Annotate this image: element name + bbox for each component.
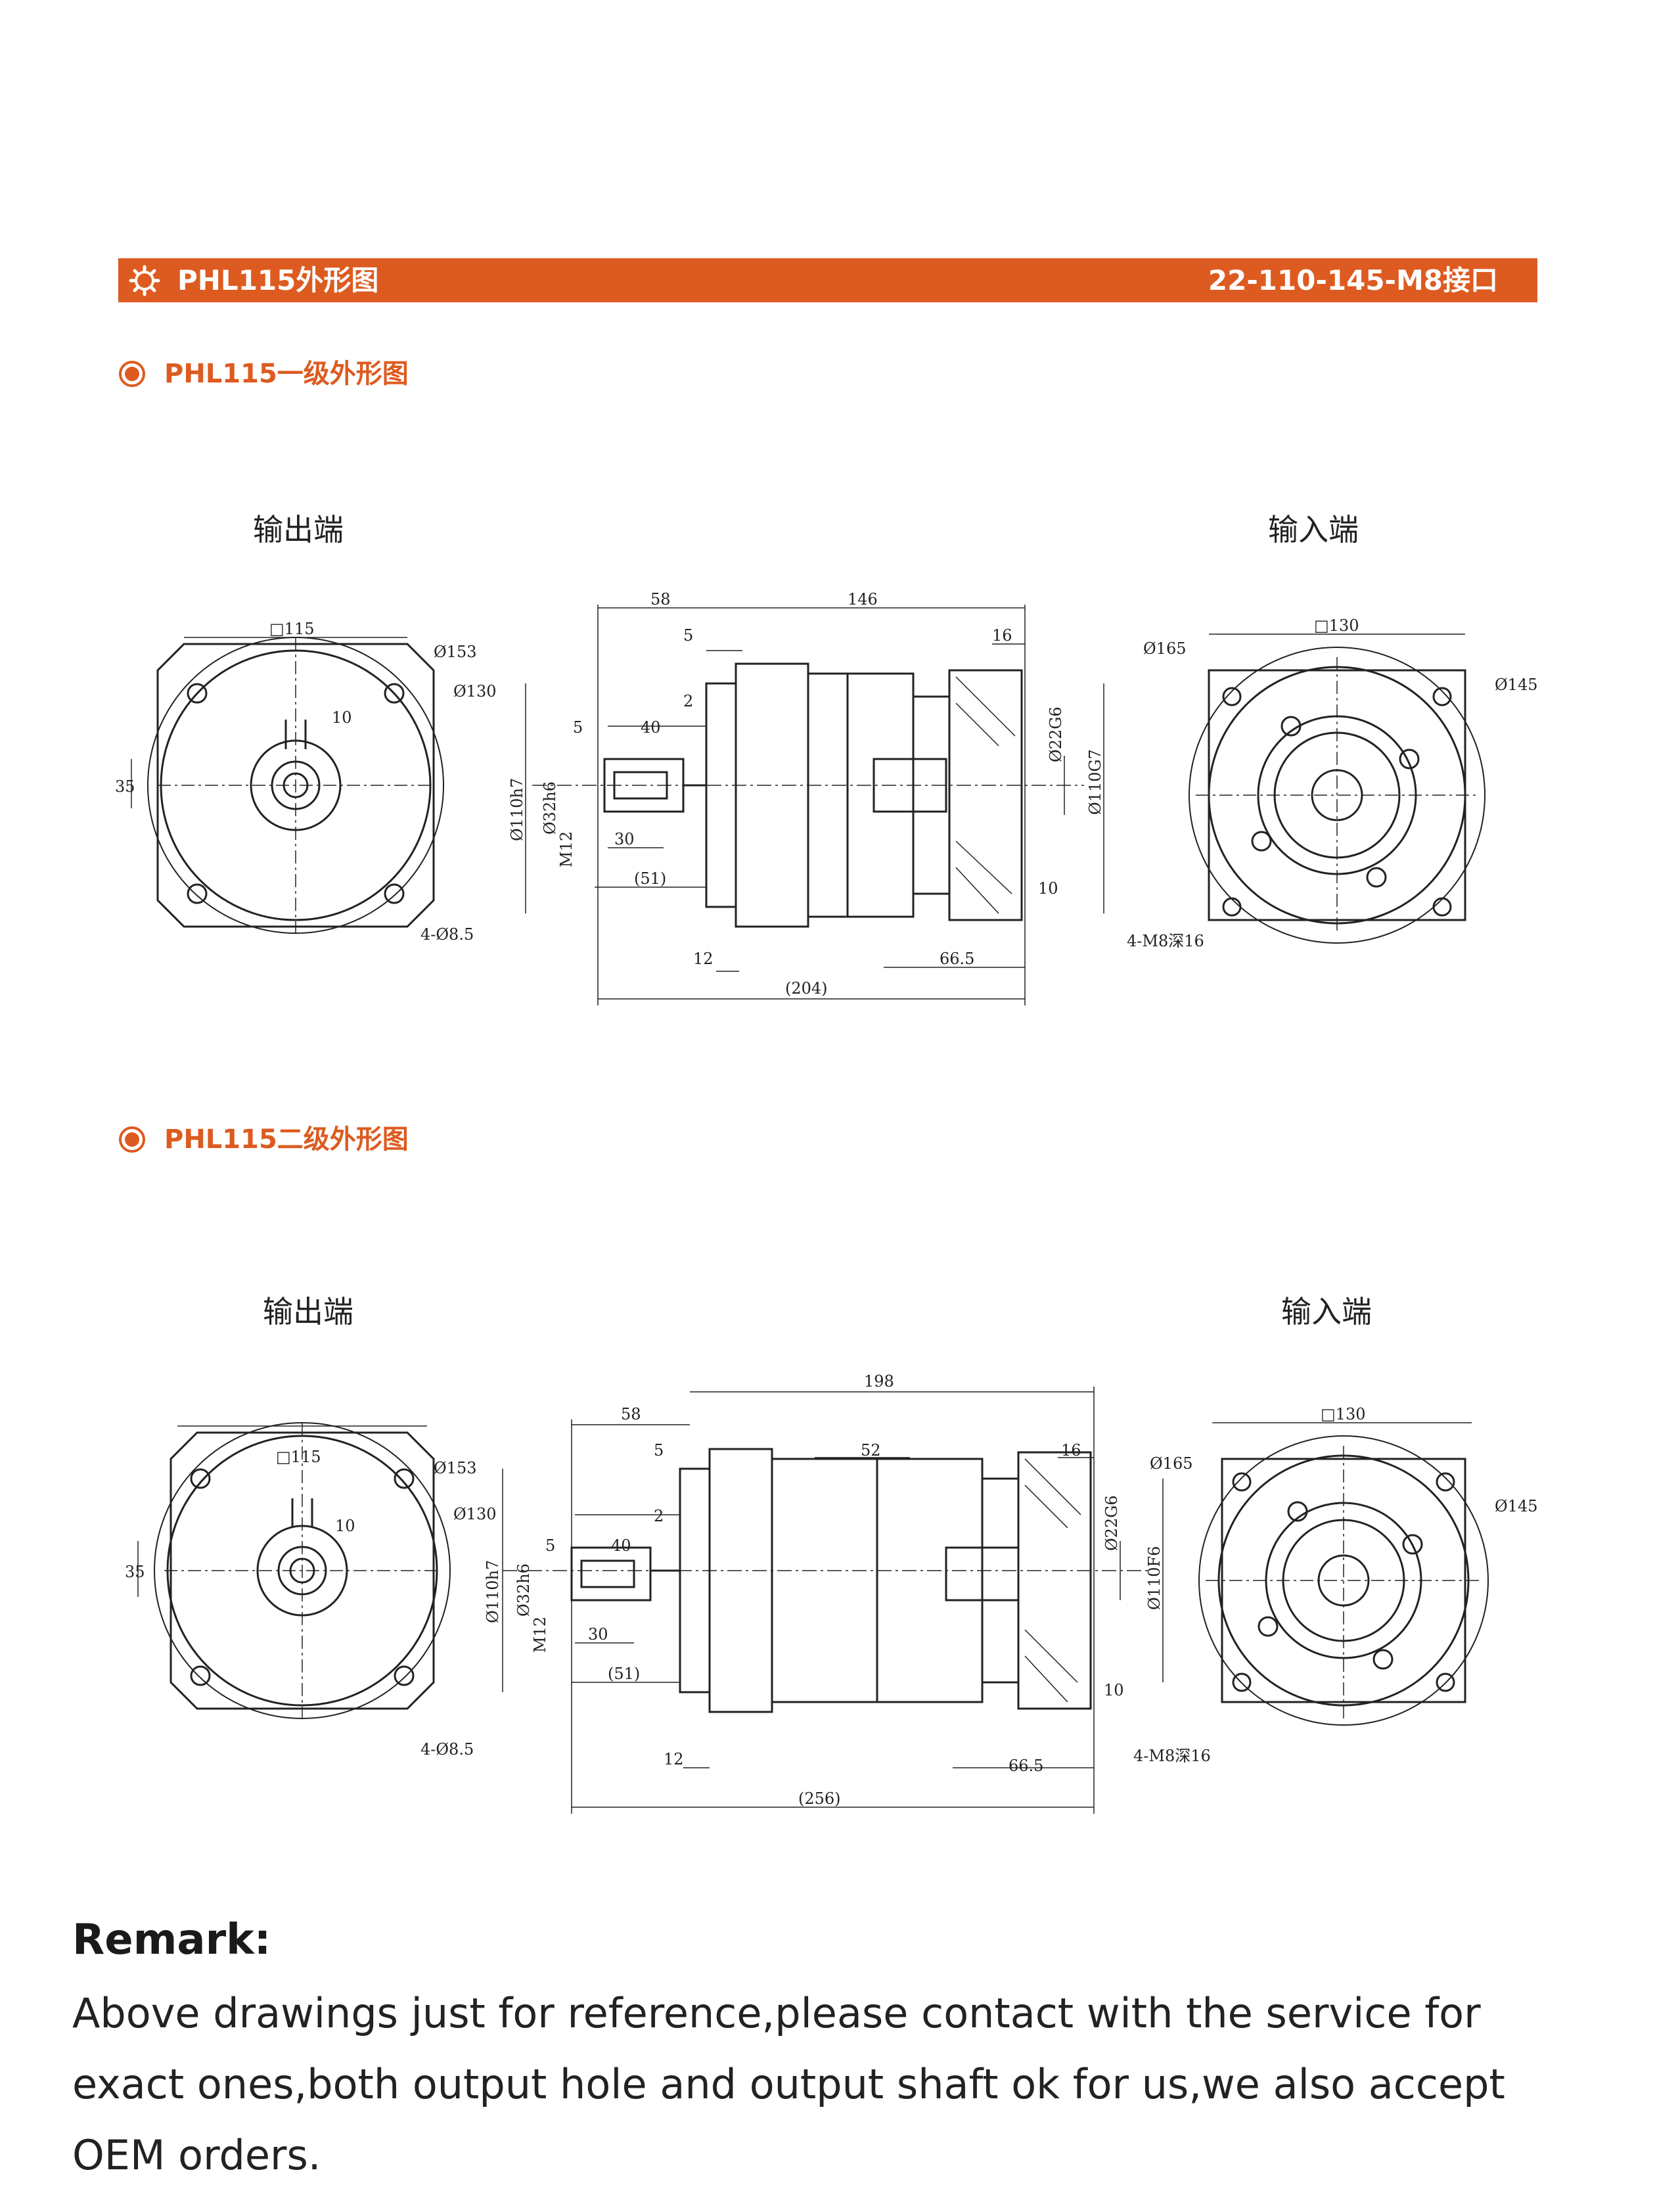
dim-d165: Ø165 (1143, 639, 1186, 658)
stage2-input-label: 输入端 (1281, 1294, 1372, 1329)
banner-spec: 22-110-145-M8接口 (1208, 264, 1498, 296)
stage1-input-label: 输入端 (1268, 512, 1359, 547)
dim-d130: Ø130 (453, 682, 496, 701)
dim2-d153: Ø153 (434, 1459, 476, 1477)
dim2-len58: 58 (621, 1405, 641, 1423)
dim-len16: 16 (992, 626, 1012, 645)
dim2-len30: 30 (588, 1625, 608, 1644)
dim-d145: Ø145 (1495, 676, 1537, 694)
stage1-input-view (1189, 634, 1485, 944)
dim-len12: 12 (693, 950, 714, 968)
stage2-side-view (502, 1387, 1164, 1814)
dim2-h35: 35 (125, 1563, 145, 1581)
dim2-len12: 12 (664, 1750, 684, 1768)
dim-d110g7: Ø110G7 (1086, 749, 1104, 815)
banner-title: PHL115外形图 (177, 264, 379, 296)
dim-len58: 58 (650, 590, 671, 609)
remark-title: Remark: (72, 1916, 271, 1964)
dim2-d110h7: Ø110h7 (484, 1560, 502, 1623)
stage1-drawing: 输出端 输入端 □115 Ø153 Ø130 10 35 4-Ø8.5 58 1… (115, 512, 1537, 1005)
dim2-len2: 2 (654, 1507, 664, 1525)
dim2-m12: M12 (531, 1617, 549, 1653)
stage2-output-view (137, 1422, 451, 1719)
dim2-len5a: 5 (654, 1441, 664, 1460)
stage1-heading-label: PHL115一级外形图 (164, 359, 409, 389)
dim2-d110f6: Ø110F6 (1145, 1546, 1164, 1610)
dim2-sq115: □115 (276, 1448, 321, 1466)
gear-icon (129, 265, 160, 296)
dim2-d145: Ø145 (1495, 1497, 1537, 1515)
dim2-len10: 10 (1104, 1681, 1124, 1699)
stage1-output-label: 输出端 (253, 512, 344, 547)
dim2-d165: Ø165 (1150, 1454, 1192, 1473)
dim-len665: 66.5 (940, 950, 974, 968)
dim2-len5b: 5 (545, 1536, 555, 1555)
dim2-d22g6: Ø22G6 (1102, 1495, 1121, 1551)
dim2-holes: 4-Ø8.5 (420, 1740, 474, 1759)
dim2-len51: (51) (608, 1665, 640, 1683)
stage2-drawing: 输出端 输入端 □115 Ø153 Ø130 10 35 4-Ø8.5 198 … (125, 1294, 1537, 1814)
dim-holes: 4-Ø8.5 (420, 925, 474, 944)
dim-d153: Ø153 (434, 643, 476, 661)
dim2-w10: 10 (335, 1517, 355, 1535)
dim-m12: M12 (557, 831, 576, 867)
section-banner: PHL115外形图 22-110-145-M8接口 (118, 258, 1537, 302)
dim-h35: 35 (115, 777, 135, 796)
dim-len5b: 5 (573, 718, 583, 737)
dim2-len16: 16 (1061, 1441, 1081, 1460)
dim-sq115: □115 (269, 620, 314, 638)
dim-len204: (204) (785, 979, 828, 998)
dim-len2: 2 (683, 692, 693, 710)
stage1-output-view (131, 637, 444, 934)
dim2-len665: 66.5 (1009, 1757, 1043, 1775)
target-icon (119, 1126, 145, 1153)
dim-len5a: 5 (683, 626, 693, 645)
dim2-d32h6: Ø32h6 (514, 1563, 533, 1617)
dim-sq130: □130 (1314, 616, 1359, 635)
dim-d22g6: Ø22G6 (1047, 706, 1065, 762)
dim-len40: 40 (641, 718, 661, 737)
dim-m8: 4-M8深16 (1127, 932, 1204, 950)
dim-len30: 30 (614, 830, 635, 848)
dim-w10: 10 (332, 708, 352, 727)
dim2-len198: 198 (864, 1372, 894, 1391)
dim2-m8: 4-M8深16 (1133, 1747, 1211, 1765)
stage2-output-label: 输出端 (263, 1294, 353, 1329)
dim-d32h6: Ø32h6 (541, 781, 559, 835)
dim-len10: 10 (1038, 879, 1058, 898)
stage2-input-view (1198, 1422, 1489, 1726)
stage1-side-view (525, 605, 1104, 1005)
dim-len146: 146 (848, 590, 878, 609)
dim2-len40: 40 (611, 1536, 631, 1555)
stage2-heading-label: PHL115二级外形图 (164, 1124, 409, 1155)
dim-d110h7: Ø110h7 (508, 778, 526, 841)
dim2-len52: 52 (861, 1441, 881, 1460)
dim-len51: (51) (634, 869, 666, 888)
remark-body: Above drawings just for reference,please… (72, 1989, 1505, 2179)
dim2-d130: Ø130 (453, 1505, 496, 1523)
dim2-sq130: □130 (1321, 1405, 1365, 1423)
target-icon (119, 361, 145, 387)
dim2-len256: (256) (798, 1789, 841, 1808)
